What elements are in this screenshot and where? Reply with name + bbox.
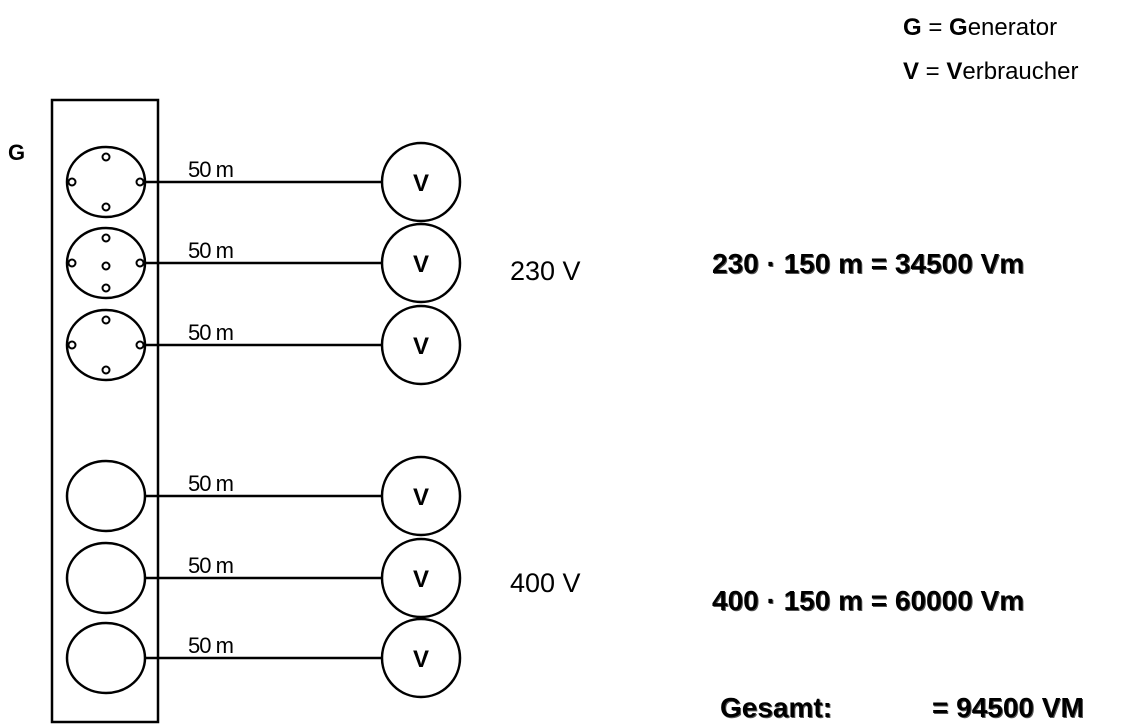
legend-consumer-rest: erbraucher [962, 58, 1079, 85]
socket-contact-icon [101, 152, 111, 162]
total-label: Gesamt: [720, 692, 833, 723]
legend-consumer: V = Verbraucher [903, 60, 1078, 84]
consumer-label: V [413, 170, 429, 197]
generator-box [50, 98, 160, 724]
outlet-400-2 [65, 541, 147, 615]
socket-contact-icon [135, 258, 145, 268]
consumer-230-2 [380, 222, 462, 304]
cable-length-label: 50 m [188, 471, 233, 496]
consumer-label: V [413, 646, 429, 673]
consumer-400-3 [380, 617, 462, 699]
legend-consumer-letter: V [903, 58, 920, 85]
socket-contact-icon [101, 261, 111, 271]
legend-generator-initial: G [949, 14, 968, 41]
consumer-400-2 [380, 537, 462, 619]
legend-consumer-sep: = [919, 58, 947, 85]
socket-contact-icon [135, 177, 145, 187]
legend-generator-letter: G [903, 14, 922, 41]
cable-length-label: 50 m [188, 238, 233, 263]
legend-consumer-initial: V [946, 58, 963, 85]
socket-contact-icon [67, 177, 77, 187]
socket-contact-icon [135, 340, 145, 350]
legend-generator: G = Generator [903, 16, 1138, 40]
cable-length-label: 50 m [188, 320, 233, 345]
consumer-400-1 [380, 455, 462, 537]
socket-contact-icon [101, 233, 111, 243]
socket-contact-icon [101, 202, 111, 212]
voltage-label-230: 230 V [510, 256, 581, 286]
cable-length-label: 50 m [188, 553, 233, 578]
legend-generator-rest: enerator [967, 14, 1058, 41]
consumer-label: V [413, 251, 429, 278]
outlet-400-1 [65, 459, 147, 533]
consumer-230-1 [380, 141, 462, 223]
socket-contact-icon [67, 340, 77, 350]
consumer-label: V [413, 566, 429, 593]
cable-length-label: 50 m [188, 157, 233, 182]
generator-label: G [8, 140, 26, 165]
consumer-label: V [413, 484, 429, 511]
cable-length-label: 50 m [188, 633, 233, 658]
equation-230: 230 · 150 m = 34500 Vm [712, 248, 1025, 279]
consumer-230-3 [380, 304, 462, 386]
equation-400: 400 · 150 m = 60000 Vm [712, 585, 1025, 616]
socket-contact-icon [67, 258, 77, 268]
total-value: = 94500 VM [932, 692, 1084, 723]
socket-contact-icon [101, 365, 111, 375]
socket-contact-icon [101, 315, 111, 325]
outlet-400-3 [65, 621, 147, 695]
consumer-label: V [413, 333, 429, 360]
voltage-label-400: 400 V [510, 568, 581, 598]
legend-generator-sep: = [921, 14, 950, 41]
socket-contact-icon [101, 283, 111, 293]
